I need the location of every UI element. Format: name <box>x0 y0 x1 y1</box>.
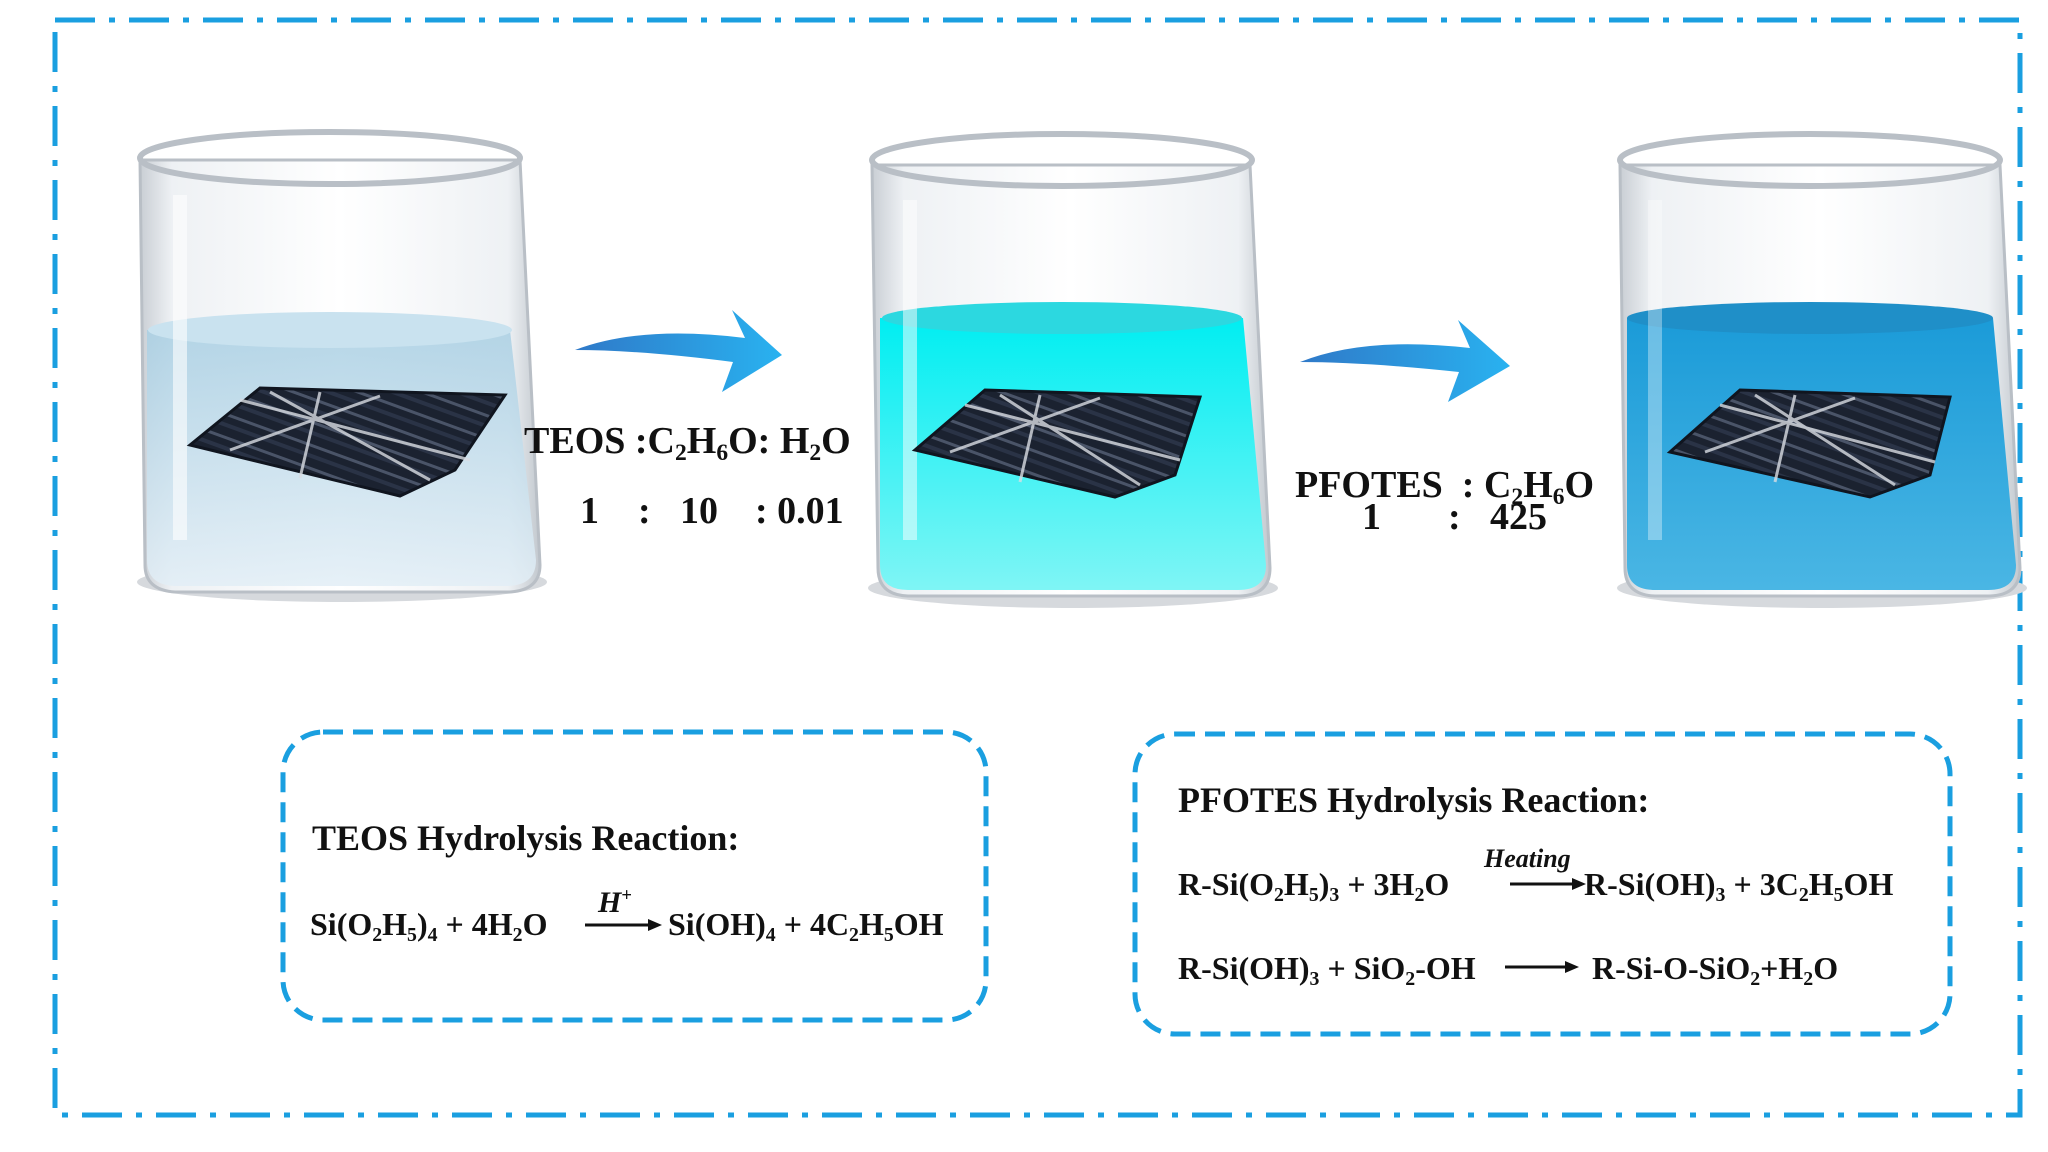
step1-ratio-colon: : <box>638 490 651 532</box>
step2-ratio-425: 425 <box>1490 496 1547 538</box>
teos-equation-lhs: Si(O2H5)4 + 4H2O <box>310 906 548 946</box>
teos-catalyst: H+ <box>598 884 632 919</box>
pfotes-eq2-rhs: R-Si-O-SiO2+H2O <box>1592 950 1839 990</box>
step1-ratio-1: 1 <box>580 490 599 532</box>
step1-ratio-001: : 0.01 <box>755 490 844 532</box>
teos-box-title: TEOS Hydrolysis Reaction: <box>312 818 740 858</box>
fiber-mat-2 <box>911 388 1203 499</box>
pfotes-eq1-condition: Heating <box>1484 844 1571 873</box>
step2-ratio-colon: : <box>1448 496 1461 538</box>
fiber-mat-1 <box>186 386 508 498</box>
step1-ratio-10: 10 <box>680 490 718 532</box>
step1-reagents: TEOS :C2H6O: H2O <box>524 420 851 467</box>
outer-frame <box>52 17 2023 1118</box>
pfotes-eq1-rhs: R-Si(OH)3 + 3C2H5OH <box>1584 866 1894 906</box>
step2-ratio-1: 1 <box>1362 496 1381 538</box>
pfotes-reaction-arrow-2 <box>1505 961 1579 973</box>
pfotes-box-border <box>1132 731 1953 1037</box>
curved-arrow-2 <box>1300 320 1510 402</box>
beaker-3 <box>1617 131 2027 608</box>
teos-box-border <box>280 729 989 1023</box>
curved-arrow-1 <box>575 310 782 392</box>
teos-reaction-arrow <box>585 919 662 931</box>
pfotes-eq2-lhs: R-Si(OH)3 + SiO2-OH <box>1178 950 1476 990</box>
beaker-2 <box>868 131 1278 608</box>
step2-reagents: PFOTES : C2H6O <box>1295 464 1595 511</box>
fiber-mat-3 <box>1666 388 1952 499</box>
pfotes-eq1-lhs: R-Si(O2H5)3 + 3H2O <box>1178 866 1450 906</box>
beaker-1 <box>137 129 547 602</box>
pfotes-box-title: PFOTES Hydrolysis Reaction: <box>1178 780 1650 820</box>
teos-equation-rhs: Si(OH)4 + 4C2H5OH <box>668 906 944 946</box>
pfotes-reaction-arrow-1 <box>1510 878 1586 890</box>
